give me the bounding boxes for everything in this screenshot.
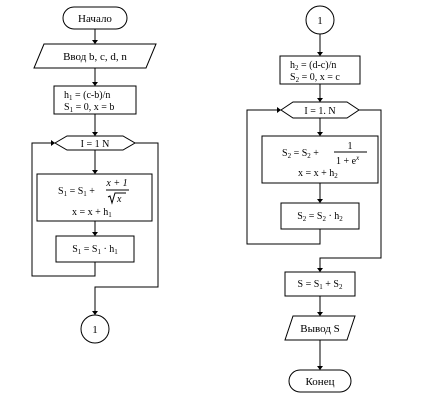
loop-back-line xyxy=(31,142,96,277)
end-terminator xyxy=(288,369,352,393)
arrowhead xyxy=(317,52,323,56)
output-block xyxy=(284,315,356,341)
s2-init: S2 = 0, x = c xyxy=(290,72,340,84)
arrowhead xyxy=(317,199,323,203)
input-label: Ввод b, c, d, n xyxy=(63,51,127,63)
multiply-block xyxy=(55,235,135,263)
h2-formula: h2 = (d-c)/n xyxy=(290,60,336,72)
loop-exit-line xyxy=(94,142,159,315)
arrowhead xyxy=(92,311,98,315)
connector-label: 1 xyxy=(317,15,323,27)
right-flowchart: 1 h2 = (d-c)/n S2 = 0, x = c I = 1. N S2… xyxy=(246,5,382,393)
loop-block xyxy=(54,135,136,151)
connector-circle xyxy=(80,314,110,344)
output-label: Вывод S xyxy=(300,323,340,335)
s1-formula-left: S1 = S1 + xyxy=(58,186,95,198)
arrowhead xyxy=(317,268,323,272)
sum-formula: S = S1 + S2 xyxy=(298,279,343,291)
start-label: Начало xyxy=(78,13,112,25)
arrowhead xyxy=(317,132,323,136)
sqrt-sign xyxy=(107,192,126,205)
s2-formula-denominator: 1 + ex xyxy=(336,154,360,167)
s1-init: S1 = 0, x = b xyxy=(64,102,114,114)
sum-block xyxy=(284,271,356,297)
arrowhead xyxy=(277,107,281,113)
loop-label: I = 1 N xyxy=(81,139,110,150)
start-terminator xyxy=(62,6,128,30)
arrowhead xyxy=(317,366,323,370)
assignment-block xyxy=(53,85,137,115)
s2-formula-left: S2 = S2 + xyxy=(282,148,319,160)
loop-label: I = 1. N xyxy=(304,106,335,117)
multiply-block xyxy=(280,202,360,230)
left-flowchart: Начало Ввод b, c, d, n h1 = (c-b)/n S1 =… xyxy=(31,6,159,344)
arrowhead xyxy=(317,312,323,316)
loop-back-line xyxy=(246,109,321,245)
connector-circle xyxy=(305,5,335,35)
x-step-2: x = x + h2 xyxy=(298,168,338,180)
s1-formula-denominator: x xyxy=(116,194,122,205)
arrowhead xyxy=(92,40,98,44)
end-label: Конец xyxy=(306,376,335,388)
arrowhead xyxy=(92,82,98,86)
arrowhead xyxy=(92,232,98,236)
connector-label: 1 xyxy=(92,324,98,336)
arrowhead xyxy=(92,170,98,174)
assignment-block xyxy=(279,55,361,85)
arrowhead xyxy=(92,132,98,136)
arrowhead xyxy=(51,140,55,146)
formula-block xyxy=(261,135,379,184)
input-block xyxy=(33,43,157,69)
s1-multiply: S1 = S1 · h1 xyxy=(72,244,118,256)
s2-formula-numerator: 1 xyxy=(348,141,353,152)
arrowhead xyxy=(317,98,323,102)
loop-exit-line xyxy=(319,109,382,272)
h1-formula: h1 = (c-b)/n xyxy=(64,90,110,102)
loop-block xyxy=(280,101,360,119)
formula-block xyxy=(36,173,153,222)
s2-multiply: S2 = S2 · h2 xyxy=(297,211,343,223)
x-step-1: x = x + h1 xyxy=(72,207,112,219)
s1-formula-numerator: x + 1 xyxy=(105,178,127,189)
